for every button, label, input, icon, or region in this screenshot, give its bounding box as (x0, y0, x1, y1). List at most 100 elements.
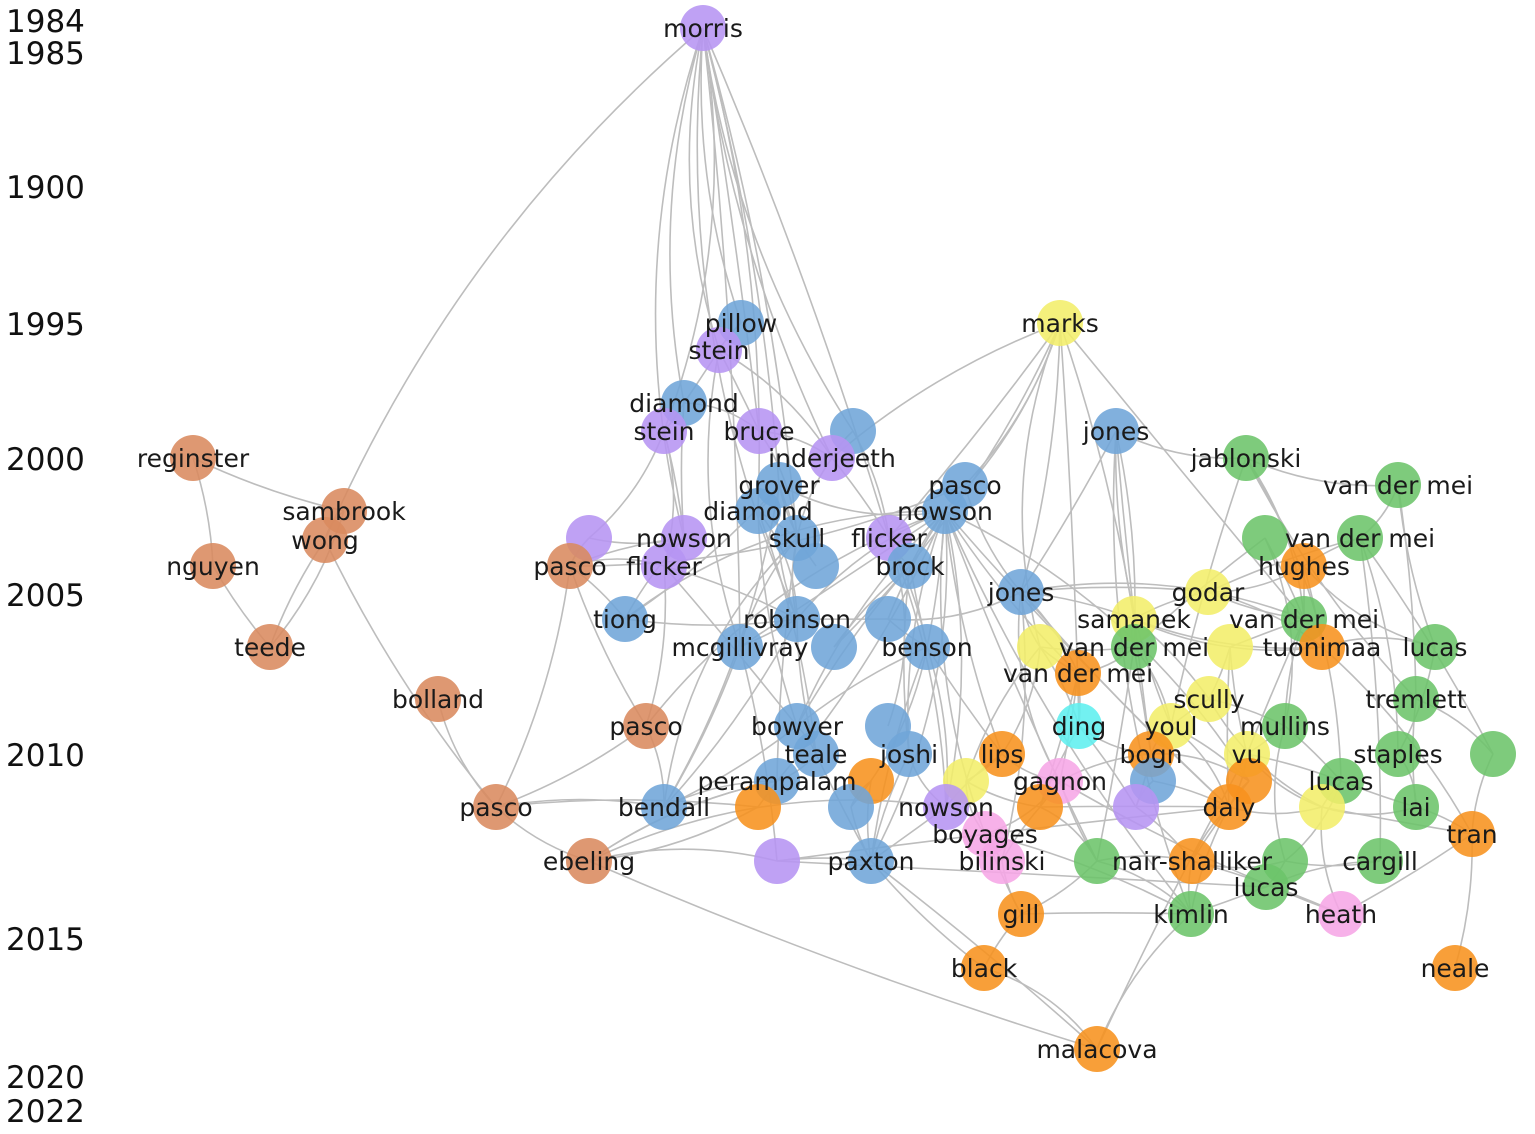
edge-nowson1-bowyer (796, 510, 946, 727)
node-label-mullins: mullins (1240, 712, 1330, 741)
node-teede (247, 624, 293, 670)
node-label-lucas1: lucas (1403, 633, 1468, 662)
node-label-teede: teede (234, 633, 306, 662)
nodes-layer (170, 5, 1516, 1072)
node-label-heath: heath (1305, 900, 1377, 929)
node-neale (1432, 945, 1478, 991)
node-robinson (774, 596, 820, 642)
node-label-gill: gill (1003, 900, 1040, 929)
node-mullins (1262, 703, 1308, 749)
node-greenA (1242, 515, 1288, 561)
node-label-jones1: jones (1082, 417, 1150, 446)
node-nowson1 (922, 488, 968, 534)
edge-robinson-bendall (663, 618, 798, 808)
year-tick-label: 2000 (6, 442, 85, 478)
node-ding (1056, 703, 1102, 749)
node-yellowA (1017, 624, 1063, 670)
edge-pasco1-pasco2 (569, 484, 966, 567)
node-lai (1393, 784, 1439, 830)
node-greenB (1470, 731, 1516, 777)
node-bilinski (979, 838, 1025, 884)
edge-pasco4-orangeC (495, 799, 759, 808)
node-malacova (1074, 1026, 1120, 1072)
node-label-mcgillivray: mcgillivray (672, 633, 809, 662)
node-paxton (848, 838, 894, 884)
node-label-robinson: robinson (743, 605, 851, 634)
node-label-nairshalliker: nair-shalliker (1112, 847, 1273, 876)
edge-morris-diamond1 (669, 27, 704, 404)
node-bendall (641, 784, 687, 830)
node-label-nguyen: nguyen (166, 552, 260, 581)
node-daly (1206, 784, 1252, 830)
node-label-pasco3: pasco (609, 712, 682, 741)
node-label-tiong: tiong (593, 605, 657, 634)
node-label-flicker2: flicker (626, 552, 702, 581)
edge-paxton-black (870, 860, 985, 969)
edge-morris-blueTop (702, 27, 854, 432)
node-yellowD (1299, 784, 1345, 830)
node-label-gagnon: gagnon (1013, 767, 1107, 796)
edge-morris-stein1 (688, 27, 720, 351)
node-stein1 (696, 327, 742, 373)
node-tuonimaa (1299, 624, 1345, 670)
year-tick-label: 2010 (6, 738, 85, 774)
node-reginster (170, 435, 216, 481)
node-heath (1318, 891, 1364, 937)
node-morris (680, 5, 726, 51)
node-vandermei4 (1111, 624, 1157, 670)
node-label-ebeling: ebeling (543, 847, 635, 876)
node-wong (302, 517, 348, 563)
node-label-skull: skull (769, 524, 825, 553)
node-orangeD (1017, 784, 1063, 830)
node-label-marks: marks (1021, 309, 1098, 338)
node-label-sambrook: sambrook (282, 497, 406, 526)
node-label-diamond1: diamond (629, 389, 739, 418)
node-label-pasco4: pasco (459, 793, 532, 822)
node-label-vandermei3: van der mei (1229, 605, 1379, 634)
edge-mcgillivray-purpleC (739, 646, 778, 862)
node-label-kimlin: kimlin (1153, 900, 1229, 929)
node-label-stein1: stein (689, 336, 750, 365)
node-label-youl: youl (1145, 712, 1198, 741)
node-label-vandermei2: van der mei (1285, 524, 1435, 553)
node-nowson3 (923, 784, 969, 830)
node-label-hughes: hughes (1258, 552, 1350, 581)
node-purpleC (754, 838, 800, 884)
node-vandermei5 (1055, 650, 1101, 696)
node-label-godar: godar (1172, 578, 1245, 607)
edge-wong-pasco4 (324, 539, 497, 808)
node-label-vandermei4: van der mei (1059, 633, 1209, 662)
node-vandermei2 (1337, 515, 1383, 561)
node-lucas1 (1412, 624, 1458, 670)
year-tick-label: 2015 (6, 922, 85, 958)
node-nairshalliker (1169, 838, 1215, 884)
edge-morris-stein2 (663, 27, 716, 432)
node-kimlin (1168, 891, 1214, 937)
node-teale (793, 731, 839, 777)
node-nguyen (190, 543, 236, 589)
edge-marks-pasco1 (964, 322, 1061, 486)
node-label-pillow: pillow (705, 309, 777, 338)
node-pasco2 (547, 543, 593, 589)
node-label-benson: benson (881, 633, 972, 662)
node-lips (979, 731, 1025, 777)
node-label-lips: lips (981, 740, 1024, 769)
edge-skull-perampalam (776, 537, 798, 782)
node-joshi (886, 731, 932, 777)
node-label-flicker1: flicker (851, 524, 927, 553)
node-pasco3 (623, 703, 669, 749)
edge-morris-nowson2 (654, 27, 704, 539)
node-label-staples: staples (1353, 740, 1442, 769)
node-lucas3 (1243, 864, 1289, 910)
edge-jones1-kimlin (1112, 430, 1192, 915)
node-label-paxton: paxton (828, 847, 915, 876)
edge-nowson1-kimlin (944, 510, 1192, 915)
edge-purpleC-lucas3 (776, 860, 1267, 888)
node-staples (1375, 731, 1421, 777)
edge-pasco4-pasco2 (495, 565, 571, 808)
node-label-bogn: bogn (1120, 740, 1183, 769)
node-label-grover: grover (738, 471, 820, 500)
node-label-black: black (951, 954, 1018, 983)
edge-nowson1-greenC (944, 510, 1098, 862)
